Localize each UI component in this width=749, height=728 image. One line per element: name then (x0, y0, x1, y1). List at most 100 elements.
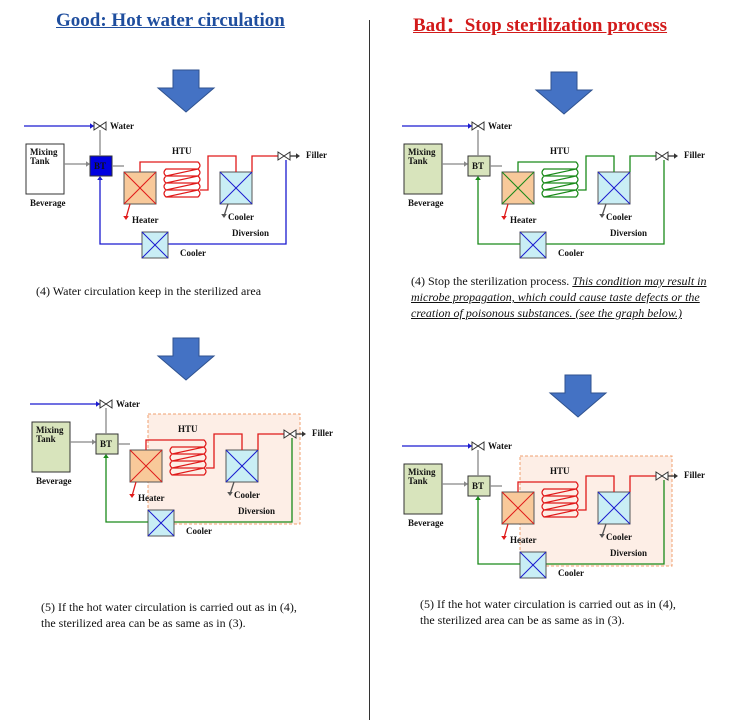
bad-caption-bottom-line1: (5) If the hot water circulation is carr… (420, 597, 676, 611)
flow-arrowhead (97, 176, 103, 180)
circulation-return-line (105, 458, 148, 523)
beverage-label: Beverage (36, 476, 71, 486)
filler-label: Filler (684, 150, 705, 160)
mixing-tank-label: Mixing (36, 425, 64, 435)
mixing-tank-label: Mixing (408, 147, 436, 157)
cross-line (129, 449, 163, 483)
good-caption-bottom-line2: the sterilized area can be as same as in… (41, 616, 246, 630)
water-label: Water (110, 121, 134, 131)
valve-icon (105, 399, 113, 409)
balance-tank-label: BT (94, 161, 106, 171)
filler-label: Filler (684, 470, 705, 480)
flow-arrowhead (296, 153, 300, 159)
flow-arrowhead (227, 492, 233, 496)
flow-arrowhead (475, 496, 481, 500)
sterile-zone (147, 413, 301, 525)
water-label: Water (488, 121, 512, 131)
circulation-return-line (170, 438, 293, 523)
heater-label: Heater (510, 215, 536, 225)
flow-arrowhead (129, 494, 135, 498)
bad-caption-bottom-line2: the sterilized area can be as same as in… (420, 613, 625, 627)
mixing-tank (31, 421, 71, 473)
diversion-label: Diversion (232, 228, 269, 238)
balance-tank-label: BT (472, 481, 484, 491)
down-arrow-icon (548, 374, 608, 418)
product-line (629, 475, 652, 492)
cross-line (141, 231, 169, 259)
sterile-zone (519, 455, 673, 567)
cross-line (147, 509, 175, 537)
beverage-label: Beverage (408, 198, 443, 208)
circulation-return-line (477, 500, 520, 565)
product-line (578, 155, 615, 191)
cross-line (597, 171, 631, 205)
mixing-tank-label: Tank (408, 476, 428, 486)
panel-divider (369, 20, 370, 720)
balance-tank-label: BT (472, 161, 484, 171)
return-cooler-label: Cooler (186, 526, 212, 536)
htu-coil (541, 161, 579, 198)
flow-arrowhead (599, 214, 605, 218)
bad-title: Bad：Stop sterilization process (413, 15, 668, 36)
beverage-label: Beverage (408, 518, 443, 528)
process-diagram-bad-top: WaterMixingTankBeverageBTHeaterHTUCooler… (402, 121, 705, 259)
valve-icon (277, 151, 285, 161)
flow-arrowhead (221, 214, 227, 218)
cooler-label: Cooler (234, 490, 260, 500)
down-arrow-icon (534, 71, 594, 115)
heater-label: Heater (132, 215, 158, 225)
htu-label: HTU (550, 146, 570, 156)
product-line (257, 433, 280, 450)
good-caption-top-text: (4) Water circulation keep in the steril… (36, 284, 262, 298)
diversion-label: Diversion (238, 506, 275, 516)
mixing-tank-label: Tank (36, 434, 56, 444)
heater-label: Heater (138, 493, 164, 503)
mixing-tank (403, 143, 443, 195)
flow-arrowhead (468, 443, 472, 449)
heater-label: Heater (510, 535, 536, 545)
flow-arrowhead (674, 153, 678, 159)
product-line (139, 161, 166, 172)
product-line (578, 475, 615, 511)
product-line (517, 161, 544, 172)
bad-caption-top-emph: This condition may result in microbe pro… (411, 274, 707, 320)
flow-arrowhead (103, 454, 109, 458)
htu-label: HTU (172, 146, 192, 156)
product-line (251, 155, 274, 172)
drain-line (503, 203, 509, 219)
diversion-label: Diversion (610, 548, 647, 558)
bad-caption-top-plain: (4) Stop the sterilization process. (411, 274, 573, 288)
cross-line (225, 449, 259, 483)
cross-line (123, 171, 157, 205)
valve-icon (99, 121, 107, 131)
cooler-label: Cooler (606, 212, 632, 222)
valve-icon (99, 399, 107, 409)
flow-arrowhead (123, 216, 129, 220)
htu-coil (163, 161, 201, 198)
valve-icon (661, 151, 669, 161)
valve-icon (93, 121, 101, 131)
valve-icon (655, 471, 663, 481)
filler-label: Filler (306, 150, 327, 160)
flow-arrowhead (86, 161, 90, 167)
flow-arrowhead (674, 473, 678, 479)
return-cooler-label: Cooler (558, 248, 584, 258)
good-caption-bottom-line1: (5) If the hot water circulation is carr… (41, 600, 297, 614)
htu-coil (541, 481, 579, 518)
mixing-tank-label: Mixing (408, 467, 436, 477)
htu-label: HTU (550, 466, 570, 476)
beverage-label: Beverage (30, 198, 65, 208)
flow-arrowhead (599, 534, 605, 538)
drain-line (131, 481, 137, 497)
filler-label: Filler (312, 428, 333, 438)
circulation-return-line (542, 480, 665, 565)
cross-line (501, 491, 535, 525)
return-cooler-label: Cooler (558, 568, 584, 578)
diversion-label: Diversion (610, 228, 647, 238)
process-diagram-good-bot: WaterMixingTankBeverageBTHeaterHTUCooler… (30, 399, 333, 537)
flow-arrowhead (302, 431, 306, 437)
circulation-return-line (477, 180, 520, 245)
product-line (200, 155, 237, 191)
htu-label: HTU (178, 424, 198, 434)
